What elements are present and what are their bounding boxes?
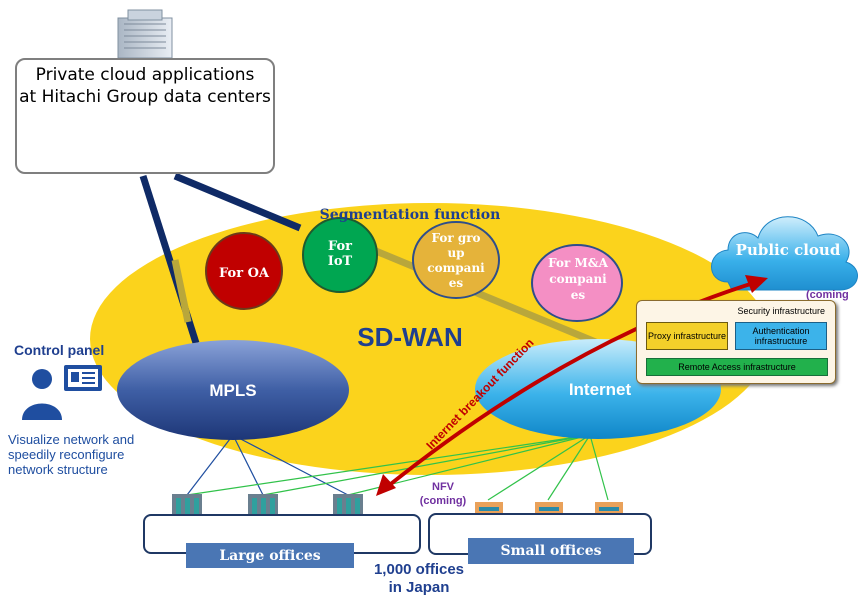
datacenter-box: [15, 58, 275, 174]
segment-group-line1: For group: [431, 231, 481, 260]
segment-group-circle: [412, 221, 500, 299]
authentication-infrastructure: Authentication infrastructure: [735, 322, 827, 350]
large-offices-label: Large offices: [186, 543, 354, 568]
public-cloud-coming: (coming: [806, 289, 849, 301]
breakout-arrowhead-start: [376, 474, 396, 496]
datacenter-title: Private cloud applications at Hitachi Gr…: [15, 64, 275, 108]
segment-ma-line1: For M&A: [548, 256, 608, 270]
proxy-infrastructure: Proxy infrastructure: [646, 322, 728, 350]
segment-ma-circle: [531, 244, 623, 322]
security-title: Security infrastructure: [737, 306, 825, 316]
segmentation-title: Segmentation function: [319, 207, 501, 223]
segment-oa-label: For OA: [206, 258, 282, 288]
offices-total: 1,000 offices in Japan: [346, 561, 492, 597]
control-panel-description: Visualize network and speedily reconfigu…: [8, 432, 183, 477]
segment-iot-line2: IoT: [327, 254, 353, 269]
offices-total-line1: 1,000 offices: [373, 561, 465, 578]
control-panel-desc-line1: Visualize network and: [8, 432, 135, 447]
olive-line-left: [171, 259, 192, 323]
remote-access-infrastructure: Remote Access infrastructure: [646, 358, 828, 376]
segment-group-line2: companies: [427, 261, 485, 290]
dc-to-segment-line: [173, 172, 302, 232]
control-panel-person-icon: [22, 365, 102, 420]
small-offices-label: Small offices: [468, 538, 634, 564]
segment-iot-line1: For: [327, 239, 353, 254]
control-panel-title: Control panel: [14, 342, 105, 358]
segment-group-label: For group companies: [416, 231, 496, 291]
segment-iot-label: For IoT: [304, 236, 376, 272]
segment-ma-line2: companies: [549, 272, 607, 302]
datacenter-building-icon: [117, 9, 173, 59]
nfv-line2: (coming): [419, 495, 467, 507]
segment-oa-text: For OA: [219, 265, 269, 281]
control-panel-desc-line2: speedily reconfigure: [8, 447, 125, 462]
mpls-label: MPLS: [209, 381, 257, 400]
nfv-line1: NFV: [432, 481, 454, 493]
datacenter-title-line1: Private cloud applications: [35, 65, 255, 85]
segment-iot-circle: [302, 217, 378, 293]
public-cloud-label: Public cloud: [735, 241, 841, 259]
control-panel-desc-line3: network structure: [8, 462, 108, 477]
breakout-arrowhead-end: [745, 275, 768, 293]
public-cloud-shape: [711, 216, 858, 291]
nfv-label: NFV (coming): [398, 480, 488, 508]
internet-label: Internet: [568, 380, 632, 399]
sdwan-label: SD-WAN: [357, 322, 463, 352]
mpls-ellipse: [117, 340, 349, 440]
segment-ma-label: For M&A companies: [538, 255, 618, 303]
internet-office-lines: [186, 434, 609, 501]
offices-total-line2: in Japan: [388, 579, 450, 596]
security-infrastructure-box: Security infrastructure Proxy infrastruc…: [636, 300, 836, 384]
segment-oa-circle: [205, 232, 283, 310]
datacenter-title-line2: at Hitachi Group data centers: [19, 87, 271, 107]
